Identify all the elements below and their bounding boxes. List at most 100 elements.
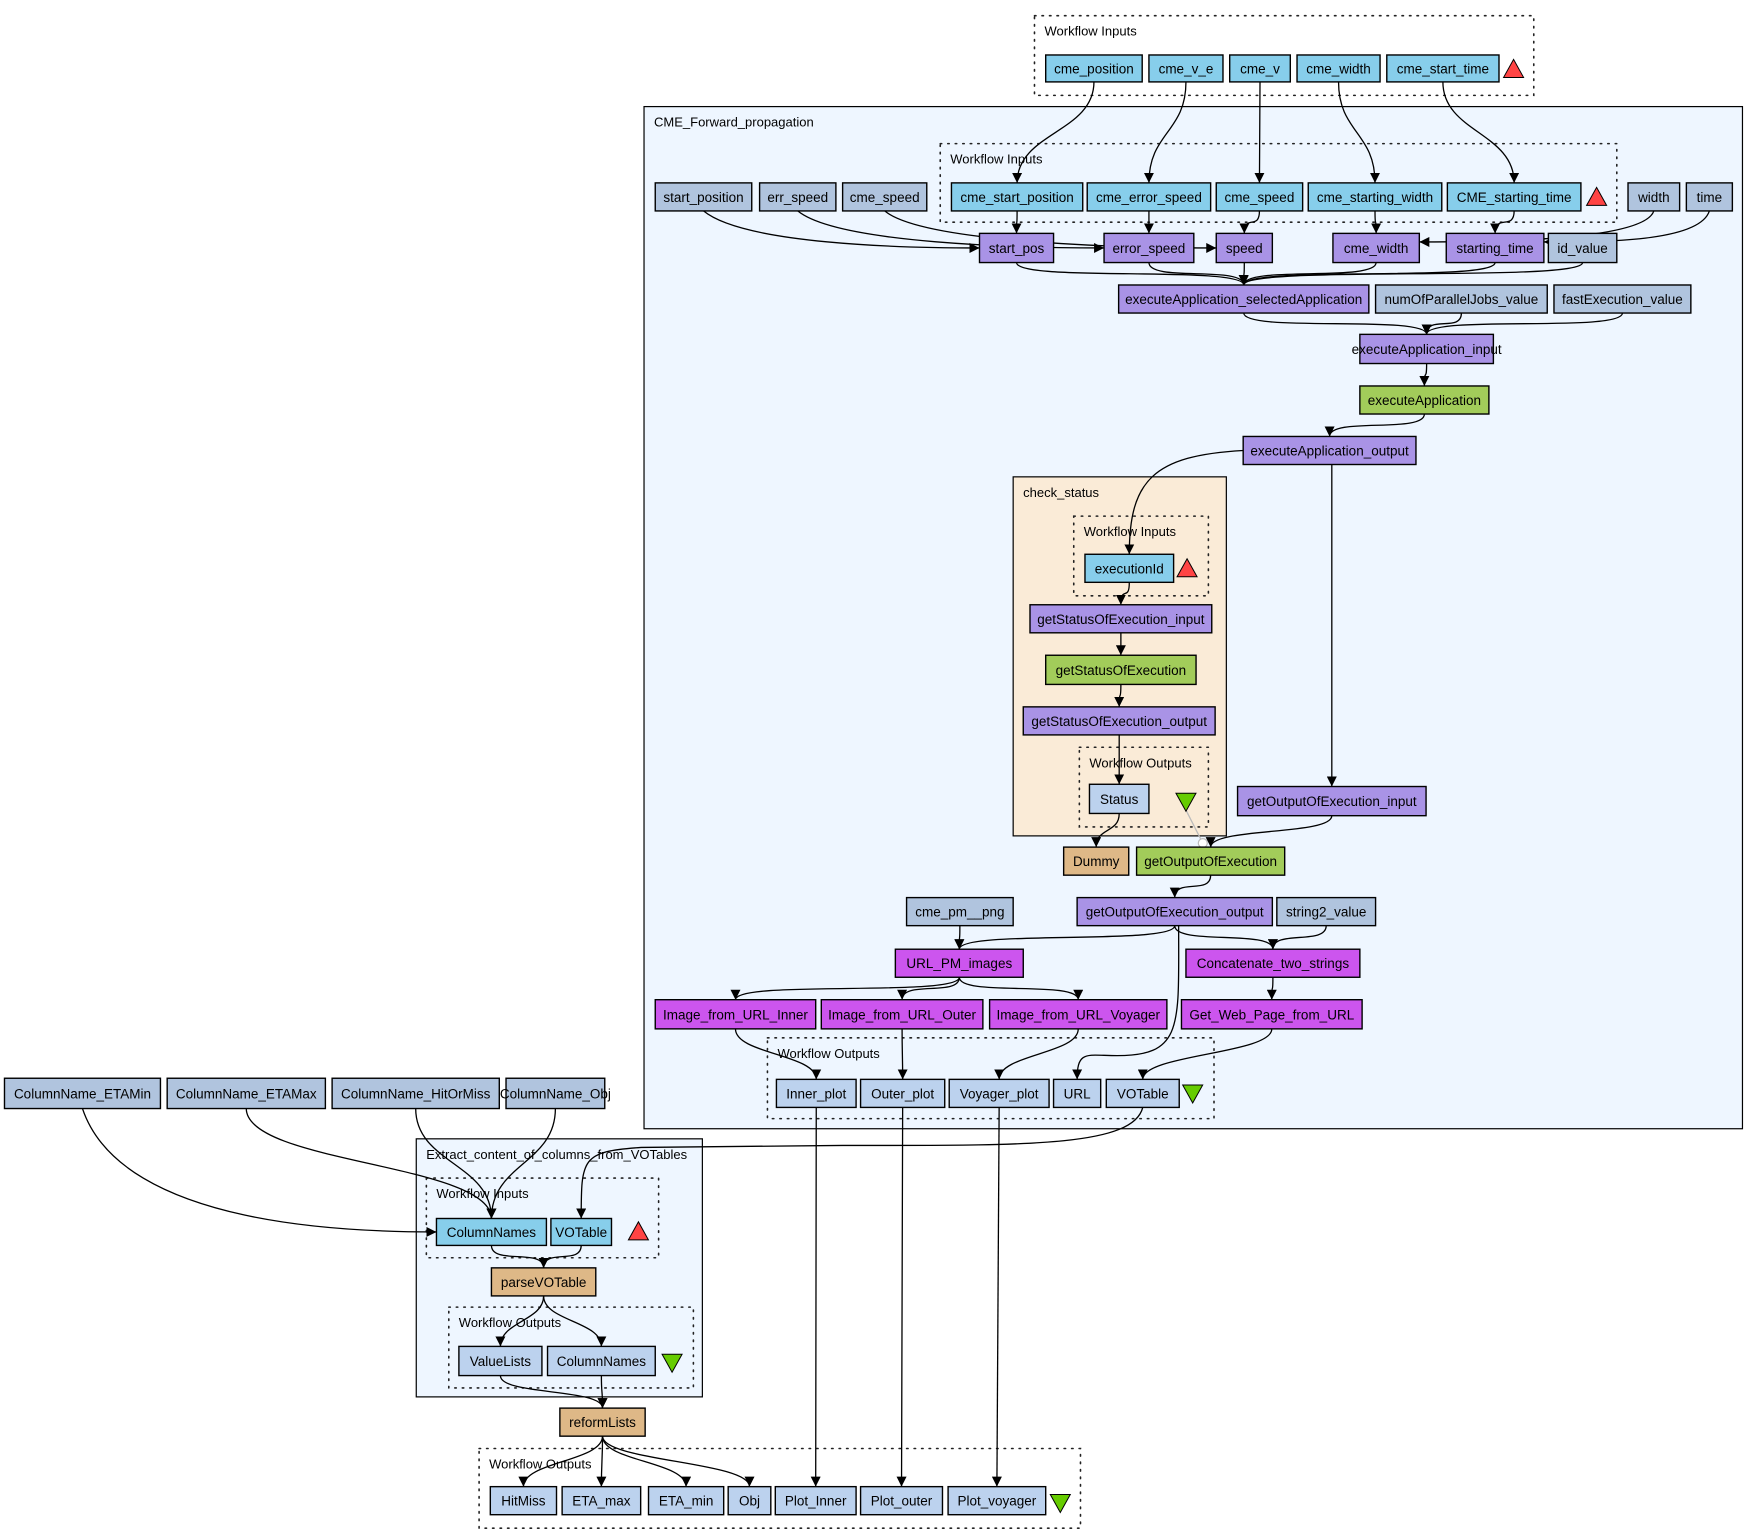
edge-cn-obj-to-ColumnNames-in — [486, 1108, 557, 1219]
cluster-cs-outputs: Workflow Outputs — [1078, 746, 1210, 828]
node-output-port[interactable]: Plot_Inner — [774, 1485, 857, 1516]
node-output-port[interactable]: ValueLists — [458, 1345, 543, 1377]
node-label: Voyager_plot — [960, 1086, 1039, 1101]
node-service[interactable]: executeApplication — [1359, 385, 1490, 415]
node-label: getStatusOfExecution_output — [1031, 714, 1207, 729]
node-shim[interactable]: getStatusOfExecution_output — [1022, 706, 1216, 736]
node-input-port[interactable]: cme_v_e — [1148, 54, 1224, 83]
node-subworkflow-local[interactable]: Image_from_URL_Outer — [820, 999, 984, 1030]
node-shim[interactable]: start_pos — [978, 232, 1055, 264]
node-constant[interactable]: id_value — [1547, 232, 1618, 264]
node-subworkflow-local[interactable]: Image_from_URL_Voyager — [988, 999, 1168, 1030]
workflow-input-triangle-icon — [1176, 557, 1198, 578]
node-shim[interactable]: executeApplication_output — [1242, 435, 1417, 466]
edge-URL-PM-images-to-img-inner — [730, 976, 960, 1001]
node-subworkflow-local[interactable]: Image_from_URL_Inner — [654, 999, 817, 1030]
edge-speed-to-exec-sel — [1238, 262, 1249, 285]
node-constant[interactable]: ColumnName_ETAMin — [3, 1077, 162, 1110]
node-output-port[interactable]: VOTable — [1105, 1078, 1180, 1109]
node-output-port[interactable]: ETA_max — [561, 1485, 642, 1516]
node-constant[interactable]: numOfParallelJobs_value — [1374, 284, 1548, 314]
node-beanshell[interactable]: reformLists — [559, 1407, 646, 1437]
node-label: cme_pm__png — [915, 905, 1004, 920]
node-shim[interactable]: getOutputOfExecution_output — [1076, 896, 1274, 927]
node-box — [1062, 846, 1130, 876]
node-label: getOutputOfExecution_output — [1086, 905, 1264, 920]
node-input-port[interactable]: cme_speed — [1215, 182, 1304, 212]
edge-fastExecution-value-to-exec-input — [1421, 312, 1624, 335]
node-box — [947, 1485, 1047, 1516]
node-output-port[interactable]: HitMiss — [489, 1485, 558, 1516]
node-constant[interactable]: ColumnName_ETAMax — [166, 1077, 327, 1110]
node-input-port[interactable]: VOTable — [550, 1217, 613, 1247]
node-box — [1215, 182, 1304, 212]
node-subworkflow-local[interactable]: Concatenate_two_strings — [1185, 948, 1361, 978]
node-input-port[interactable]: cme_start_position — [950, 182, 1084, 212]
node-shim[interactable]: error_speed — [1103, 232, 1195, 264]
node-constant[interactable]: fastExecution_value — [1553, 284, 1692, 314]
node-box — [647, 1485, 725, 1516]
node-beanshell[interactable]: Dummy — [1062, 846, 1130, 876]
node-output-port[interactable]: ETA_min — [647, 1485, 725, 1516]
node-constant[interactable]: ColumnName_HitOrMiss — [331, 1077, 500, 1110]
node-constant[interactable]: string2_value — [1276, 896, 1377, 927]
node-service[interactable]: getStatusOfExecution — [1045, 654, 1197, 686]
node-output-port[interactable]: ColumnNames — [546, 1345, 656, 1377]
node-output-port[interactable]: Voyager_plot — [948, 1078, 1050, 1109]
node-output-port[interactable]: Inner_plot — [775, 1078, 857, 1109]
node-label: parseVOTable — [501, 1275, 587, 1290]
node-beanshell[interactable]: parseVOTable — [490, 1267, 597, 1297]
node-input-port[interactable]: cme_error_speed — [1086, 182, 1212, 212]
node-subworkflow-local[interactable]: URL_PM_images — [894, 948, 1024, 978]
node-label: Image_from_URL_Outer — [828, 1007, 976, 1022]
workflow-input-triangle-icon — [1585, 186, 1608, 206]
node-subworkflow-local[interactable]: Get_Web_Page_from_URL — [1180, 999, 1363, 1030]
edge-reformLists-to-HitMiss — [518, 1436, 604, 1487]
node-input-port[interactable]: cme_width — [1296, 54, 1381, 83]
node-constant[interactable]: width — [1627, 182, 1681, 212]
node-input-port[interactable]: cme_position — [1045, 54, 1143, 83]
cluster-frame — [939, 142, 1618, 223]
node-constant[interactable]: cme_speed — [841, 182, 928, 212]
node-shim[interactable]: cme_width — [1332, 232, 1421, 264]
cluster-cme-outputs: Workflow Outputs — [766, 1037, 1215, 1120]
node-label: cme_speed — [1225, 190, 1295, 205]
node-output-port[interactable]: Outer_plot — [859, 1078, 946, 1109]
node-constant[interactable]: ColumnName_Obj — [500, 1077, 611, 1110]
node-label: Status — [1100, 792, 1139, 807]
node-output-port[interactable]: Plot_outer — [859, 1485, 944, 1516]
node-input-port[interactable]: cme_start_time — [1386, 54, 1500, 83]
node-constant[interactable]: start_position — [654, 182, 753, 212]
cluster-cme-inputs: Workflow Inputs — [939, 142, 1618, 223]
node-box — [1052, 1078, 1102, 1109]
node-constant[interactable]: cme_pm__png — [905, 896, 1014, 927]
node-label: cme_start_time — [1397, 61, 1489, 76]
node-constant[interactable]: time — [1685, 182, 1734, 212]
node-shim[interactable]: executeApplication_input — [1352, 333, 1502, 365]
node-output-port[interactable]: Plot_voyager — [947, 1485, 1047, 1516]
node-label: URL_PM_images — [906, 956, 1012, 971]
node-box — [1332, 232, 1421, 264]
edge-Status-to-Dummy — [1091, 813, 1120, 848]
node-shim[interactable]: starting_time — [1445, 232, 1545, 264]
node-label: ETA_max — [572, 1494, 631, 1509]
node-input-port[interactable]: ColumnNames — [435, 1217, 548, 1247]
node-label: getOutputOfExecution — [1144, 854, 1277, 869]
node-shim[interactable]: executeApplication_selectedApplication — [1117, 284, 1370, 314]
node-output-port[interactable]: URL — [1052, 1078, 1102, 1109]
node-box — [1084, 553, 1175, 584]
edge-parseVOTable-to-ColumnNames-out — [542, 1295, 607, 1347]
node-input-port[interactable]: cme_v — [1229, 54, 1292, 83]
node-shim[interactable]: getStatusOfExecution_input — [1029, 604, 1213, 634]
node-input-port[interactable]: cme_starting_width — [1307, 182, 1443, 212]
node-input-port[interactable]: executionId — [1084, 553, 1175, 584]
node-constant[interactable]: err_speed — [758, 182, 837, 212]
node-shim[interactable]: speed — [1215, 232, 1274, 264]
node-shim[interactable]: getOutputOfExecution_input — [1236, 785, 1427, 817]
node-label: numOfParallelJobs_value — [1384, 292, 1538, 307]
node-output-port[interactable]: Status — [1088, 783, 1150, 815]
node-service[interactable]: getOutputOfExecution — [1135, 846, 1286, 876]
node-output-port[interactable]: Obj — [727, 1485, 772, 1516]
node-input-port[interactable]: CME_starting_time — [1446, 182, 1582, 212]
